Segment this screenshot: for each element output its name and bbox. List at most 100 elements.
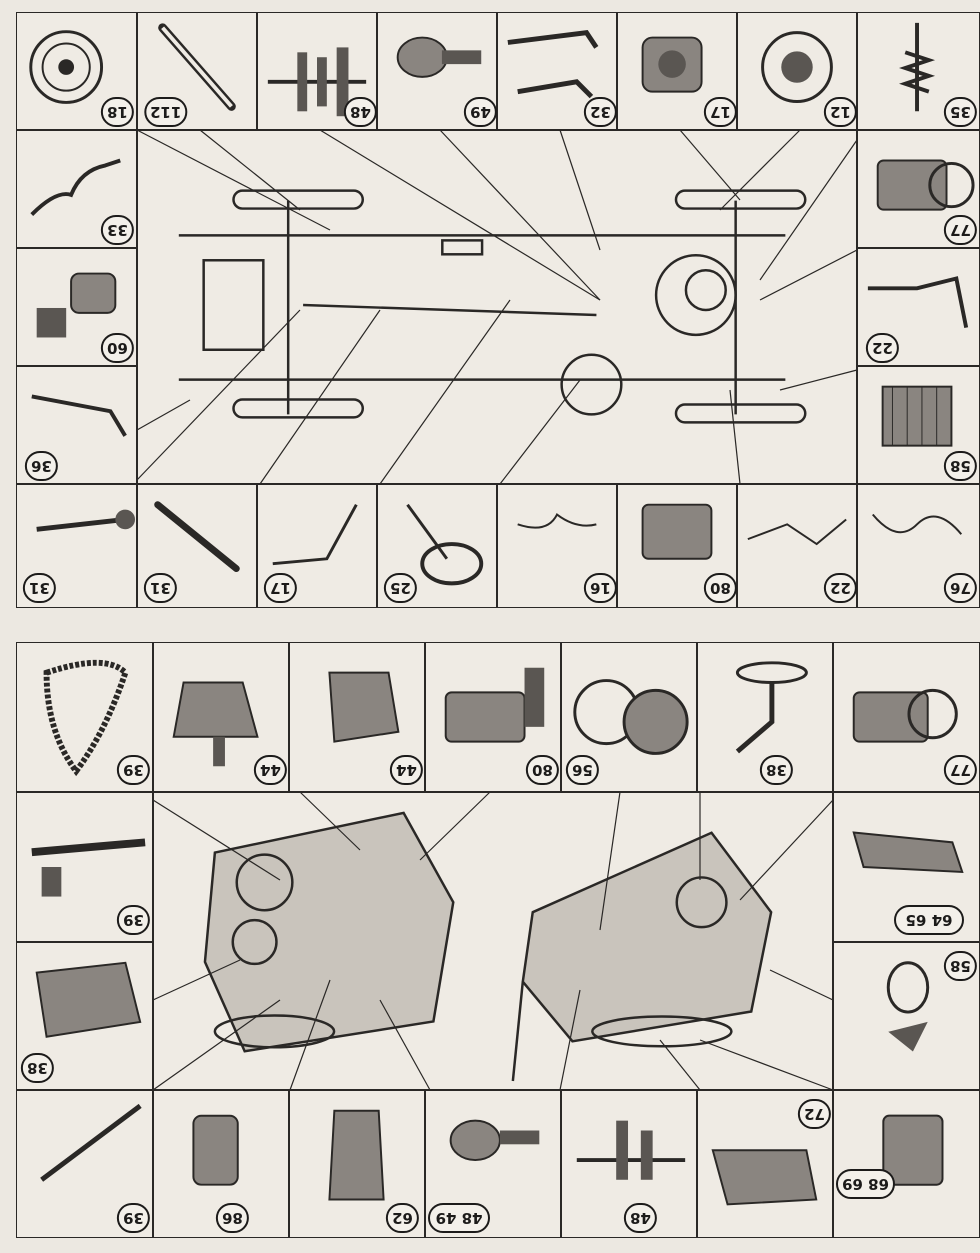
part-cell-mounting: 44 <box>153 642 289 792</box>
part-cell-harness: 16 <box>497 484 617 608</box>
part-cell-oil-filler: 38 <box>697 642 833 792</box>
part-cell-brake-servo: 49 <box>377 12 497 130</box>
part-cell-loom: 76 <box>857 484 980 608</box>
cable-drawing <box>31 394 127 437</box>
fan-drawing <box>886 961 930 1052</box>
part-number-badge: 44 <box>254 755 287 785</box>
bracket-drawing <box>507 30 599 99</box>
part-cell-cable: 36 <box>16 366 137 484</box>
distributor-drawing <box>192 1114 239 1186</box>
part-cell-linkage: 22 <box>857 248 980 366</box>
starter-drawing <box>641 503 713 560</box>
servo-unit-drawing <box>449 1119 540 1162</box>
fuel-tank-drawing <box>36 272 117 338</box>
part-number-badge: 76 <box>944 573 977 603</box>
part-number-badge: 58 <box>944 451 977 481</box>
part-number-badge: 25 <box>384 573 417 603</box>
part-number-badge: 39 <box>117 1203 150 1233</box>
part-cell-servo-unit: 48 49 <box>425 1090 561 1238</box>
manifold-drawing <box>852 831 964 873</box>
oil-filler-drawing <box>735 661 808 754</box>
part-cell-shock-absorber: 112 <box>137 12 257 130</box>
part-cell-brake-caliper: 17 <box>617 12 737 130</box>
part-cell-fan: 58 <box>833 942 980 1090</box>
exhaust-pipe-drawing <box>30 158 121 216</box>
part-cell-gear-assembly: 48 <box>257 12 377 130</box>
part-number-badge: 22 <box>824 573 857 603</box>
part-number-badge: 48 49 <box>428 1203 490 1233</box>
part-number-badge: 60 <box>101 333 134 363</box>
part-cell-pedal-linkage: 17 <box>257 484 377 608</box>
gearbox-gears-drawing <box>576 1120 686 1180</box>
part-number-badge: 31 <box>144 573 177 603</box>
sump-drawing <box>711 1149 818 1206</box>
part-number-badge: 77 <box>944 215 977 245</box>
brake-servo-drawing <box>396 36 482 78</box>
part-number-badge: 12 <box>824 97 857 127</box>
brake-drum-drawing <box>29 30 104 104</box>
clutch-drawing <box>573 679 689 755</box>
part-number-badge: 86 <box>216 1203 249 1233</box>
dynamo-drawing <box>876 159 975 211</box>
part-cell-starter-motor: 80 <box>425 642 561 792</box>
part-cell-alternator: 77 <box>833 642 980 792</box>
part-number-badge: 39 <box>117 905 150 935</box>
part-number-badge: 58 <box>944 951 977 981</box>
part-cell-exhaust: 33 <box>16 130 137 248</box>
water-pump-drawing <box>328 671 400 743</box>
part-number-badge: 80 <box>526 755 559 785</box>
part-cell-radiator: 58 <box>857 366 980 484</box>
part-cell-manifold: 64 65 <box>833 792 980 942</box>
part-number-badge: 35 <box>944 97 977 127</box>
part-cell-brake-drum: 18 <box>16 12 137 130</box>
fuel-pump-drawing <box>328 1109 385 1201</box>
part-cell-fuel-tank: 60 <box>16 248 137 366</box>
part-cell-timing-chain: 39 <box>16 642 153 792</box>
part-number-badge: 68 69 <box>836 1169 895 1199</box>
part-cell-wiring: 22 <box>737 484 857 608</box>
part-cell-sump: 72 <box>697 1090 833 1238</box>
part-cell-dynamo: 77 <box>857 130 980 248</box>
part-number-badge: 112 <box>144 97 188 127</box>
part-cell-fuel-pump: 62 <box>289 1090 425 1238</box>
part-number-badge: 18 <box>101 97 134 127</box>
part-cell-hub-disc: 12 <box>737 12 857 130</box>
loom-drawing <box>872 513 963 535</box>
part-cell-crankshaft: 39 <box>16 792 153 942</box>
steering-wheel-drawing <box>406 503 484 586</box>
part-number-badge: 49 <box>464 97 497 127</box>
cylinder-head-drawing <box>35 961 142 1038</box>
part-number-badge: 38 <box>760 755 793 785</box>
part-cell-brackets: 32 <box>497 12 617 130</box>
gear-assembly-drawing <box>267 47 367 117</box>
part-cell-steering-wheel: 25 <box>377 484 497 608</box>
camshaft-drawing <box>40 1103 142 1182</box>
engine-overview <box>153 792 833 1090</box>
half-shaft-drawing <box>36 509 136 532</box>
pedal-linkage-drawing <box>272 503 358 566</box>
radiator-drawing <box>881 385 953 447</box>
mounting-drawing <box>172 681 259 767</box>
part-number-badge: 80 <box>704 573 737 603</box>
spring-drawing <box>899 22 936 112</box>
part-cell-camshaft: 39 <box>16 1090 153 1238</box>
alternator-drawing <box>852 688 958 743</box>
part-cell-gearbox-gears: 48 <box>561 1090 697 1238</box>
part-number-badge: 72 <box>798 1099 831 1129</box>
part-number-badge: 44 <box>390 755 423 785</box>
part-number-badge: 62 <box>386 1203 419 1233</box>
engine-drawing <box>203 811 773 1082</box>
part-cell-starter: 80 <box>617 484 737 608</box>
starter-motor-drawing <box>444 667 545 743</box>
carburettor-drawing <box>882 1114 944 1186</box>
part-cell-water-pump: 44 <box>289 642 425 792</box>
part-number-badge: 16 <box>584 573 617 603</box>
part-number-badge: 48 <box>344 97 377 127</box>
part-number-badge: 39 <box>117 755 150 785</box>
part-cell-clutch: 56 <box>561 642 697 792</box>
part-number-badge: 64 65 <box>894 905 964 935</box>
harness-drawing <box>517 513 597 529</box>
part-number-badge: 32 <box>584 97 617 127</box>
chassis-overview <box>137 130 857 484</box>
